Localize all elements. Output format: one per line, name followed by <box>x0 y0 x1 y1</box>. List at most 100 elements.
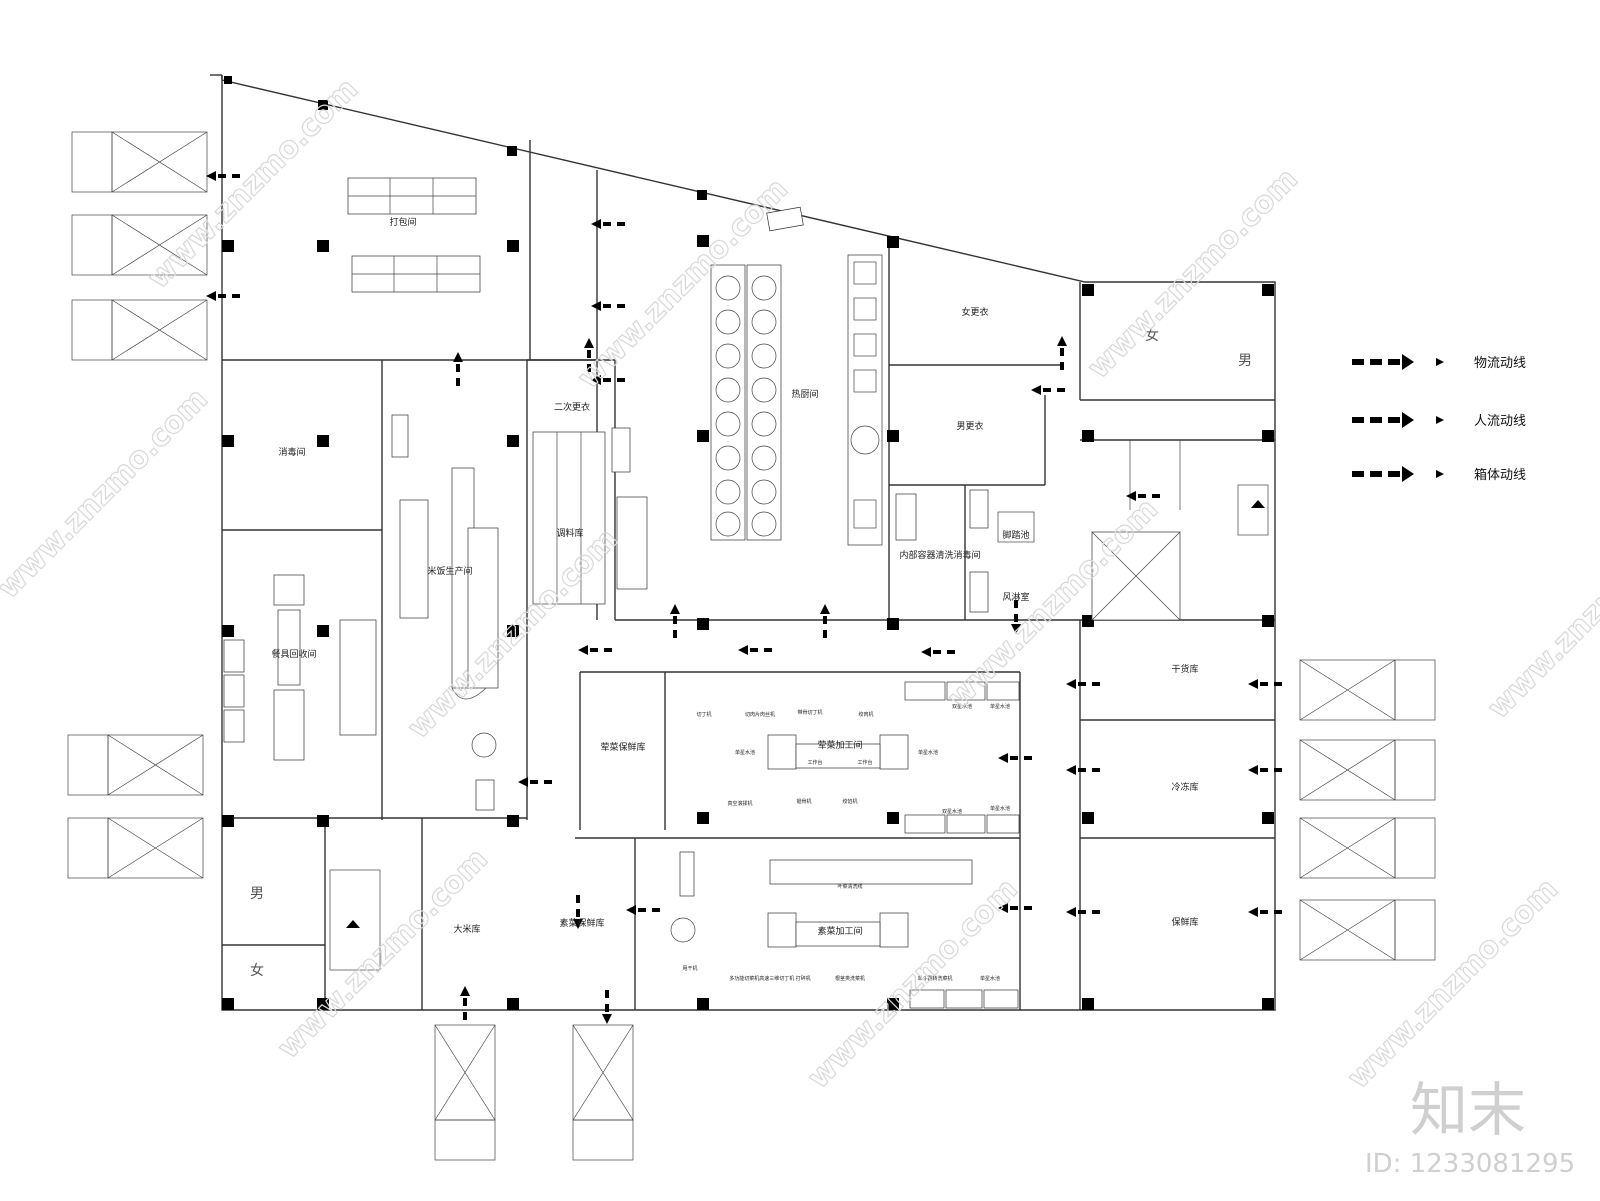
label-bucket-washer: 单斗翻转洗菜机 <box>917 975 952 982</box>
flow-arrow <box>1031 385 1065 395</box>
label-tableware-recovery: 餐具回收间 <box>271 648 316 660</box>
label-dry-goods: 干货库 <box>1171 663 1198 675</box>
outer-walls <box>210 74 1276 1011</box>
watermark-site: www.znzmo.com <box>1341 872 1565 1096</box>
label-double-sink-2: 双星水池 <box>942 808 962 815</box>
equipment-labels: 切丁机 切肉片肉丝机 带骨切丁机 绞肉机 双星水池 单星水池 单星水池 工作台 … <box>682 703 1010 982</box>
watermark-site: www.znzmo.com <box>801 872 1025 1096</box>
legend-label: 箱体动线 <box>1474 467 1526 483</box>
legend-item-logistics: 物流动线 <box>1352 354 1526 371</box>
label-meat-processing: 荤菜加工间 <box>817 739 862 751</box>
label-second-changing: 二次更衣 <box>554 401 590 413</box>
watermark-site: www.znzmo.com <box>401 522 625 746</box>
seasoning-shelves <box>532 427 648 605</box>
label-dehydrator: 甩干机 <box>682 965 697 972</box>
watermark-site: www.znzmo.com <box>141 72 365 296</box>
label-packing: 打包间 <box>389 216 416 228</box>
flow-arrow <box>453 352 463 386</box>
label-dicer: 切丁机 <box>696 711 711 718</box>
flow-arrow <box>206 171 240 181</box>
label-toilet-male: 男 <box>250 886 264 902</box>
hot-kitchen-equipment <box>710 206 883 546</box>
flow-arrow <box>591 375 625 385</box>
label-mincer: 绞馅机 <box>842 798 857 805</box>
flow-arrow <box>602 990 612 1024</box>
flow-arrow <box>1248 907 1282 917</box>
flow-arrow <box>670 604 680 638</box>
legend: 物流动线 人流动线 箱体动线 <box>1352 354 1526 483</box>
stair-arrow <box>1251 500 1265 508</box>
watermark-site: www.znzmo.com <box>271 842 495 1066</box>
label-veg-cutter-row: 多功能切菜机高速三维切丁机 打碎机 <box>729 975 811 982</box>
label-veg-cold-store: 素菜保鲜库 <box>559 917 604 929</box>
flow-arrow <box>626 905 660 915</box>
flow-arrow <box>1066 907 1100 917</box>
packing-tables <box>347 177 481 293</box>
label-toilet-female-2: 女 <box>1145 327 1159 344</box>
flow-arrow <box>206 291 240 301</box>
flow-arrow <box>591 219 625 229</box>
label-root-veg-washer: 根茎类洗菜机 <box>835 975 865 982</box>
label-veg-processing: 素菜加工间 <box>817 925 862 937</box>
flow-arrow <box>518 777 552 787</box>
label-bone-saw: 带骨切丁机 <box>797 709 822 716</box>
flow-arrow <box>1066 765 1100 775</box>
flow-arrow <box>1248 765 1282 775</box>
label-single-sink-5: 单星水池 <box>980 975 1000 982</box>
legend-item-people: 人流动线 <box>1352 412 1526 429</box>
brand-logo-text: 知末 <box>1410 1076 1526 1144</box>
label-meat-slicer: 切肉片肉丝机 <box>745 711 775 718</box>
structural-columns <box>222 76 1274 1010</box>
watermark-site: www.znzmo.com <box>0 382 215 606</box>
label-cold-store: 保鲜库 <box>1171 916 1198 928</box>
room-labels: 打包间 消毒间 二次更衣 调料库 米饭生产间 热厨间 女更衣 男更衣 餐具回收间… <box>250 216 1252 979</box>
label-toilet-female: 女 <box>250 962 264 979</box>
rice-production-line <box>391 414 499 811</box>
flow-arrow <box>460 986 470 1020</box>
label-female-changing: 女更衣 <box>961 306 988 318</box>
label-workbench-1: 工作台 <box>807 759 822 766</box>
label-bone-saw2: 锯骨机 <box>796 798 811 805</box>
label-rice-store: 大米库 <box>453 923 480 935</box>
processing-equipment <box>670 681 1020 1009</box>
flow-arrow <box>1126 491 1160 501</box>
flow-arrow <box>591 301 625 311</box>
legend-item-container: 箱体动线 <box>1352 466 1526 483</box>
label-male-changing: 男更衣 <box>956 420 983 432</box>
label-meat-cold-store: 荤菜保鲜库 <box>600 741 645 753</box>
flow-arrow <box>738 645 772 655</box>
tableware-equipment <box>223 574 377 761</box>
label-workbench-2: 工作台 <box>857 759 872 766</box>
label-disinfection: 消毒间 <box>278 446 305 458</box>
stair-arrow <box>346 920 360 928</box>
flow-arrow <box>820 604 830 638</box>
label-container-wash: 内部容器清洗消毒间 <box>899 549 980 561</box>
label-leafy-wash-line: 叶菜清洗线 <box>837 883 862 890</box>
flow-arrow <box>1248 679 1282 689</box>
label-meat-grinder: 绞肉机 <box>858 711 873 718</box>
watermark-site: www.znzmo.com <box>1081 162 1305 386</box>
flow-arrow <box>998 903 1032 913</box>
watermark-site: www.znzmo.com <box>1481 502 1600 726</box>
label-hot-kitchen: 热厨间 <box>791 388 818 400</box>
delivery-trucks <box>67 131 1436 1161</box>
flow-arrow <box>584 338 594 372</box>
flow-arrow <box>921 647 955 657</box>
label-seasoning-store: 调料库 <box>556 527 583 539</box>
label-freezer: 冷冻库 <box>1171 781 1198 793</box>
label-toilet-male-2: 男 <box>1238 353 1252 369</box>
label-double-sink-1: 双星水池 <box>952 703 972 710</box>
legend-label: 物流动线 <box>1474 356 1526 371</box>
label-single-sink-2: 单星水池 <box>735 749 755 756</box>
changing-room-fixtures <box>329 440 1269 971</box>
brand-id-text: ID: 1233081295 <box>1365 1149 1575 1179</box>
label-air-shower: 风淋室 <box>1002 591 1029 603</box>
label-vacuum-tumbler: 真空滚揉机 <box>727 800 752 807</box>
label-single-sink-3: 单星水池 <box>918 749 938 756</box>
flow-arrows <box>206 171 1282 1024</box>
flow-arrow <box>573 895 583 929</box>
flow-arrow <box>998 753 1032 763</box>
flow-arrow <box>1011 600 1021 634</box>
watermarks: www.znzmo.com www.znzmo.com www.znzmo.co… <box>0 71 1600 1179</box>
